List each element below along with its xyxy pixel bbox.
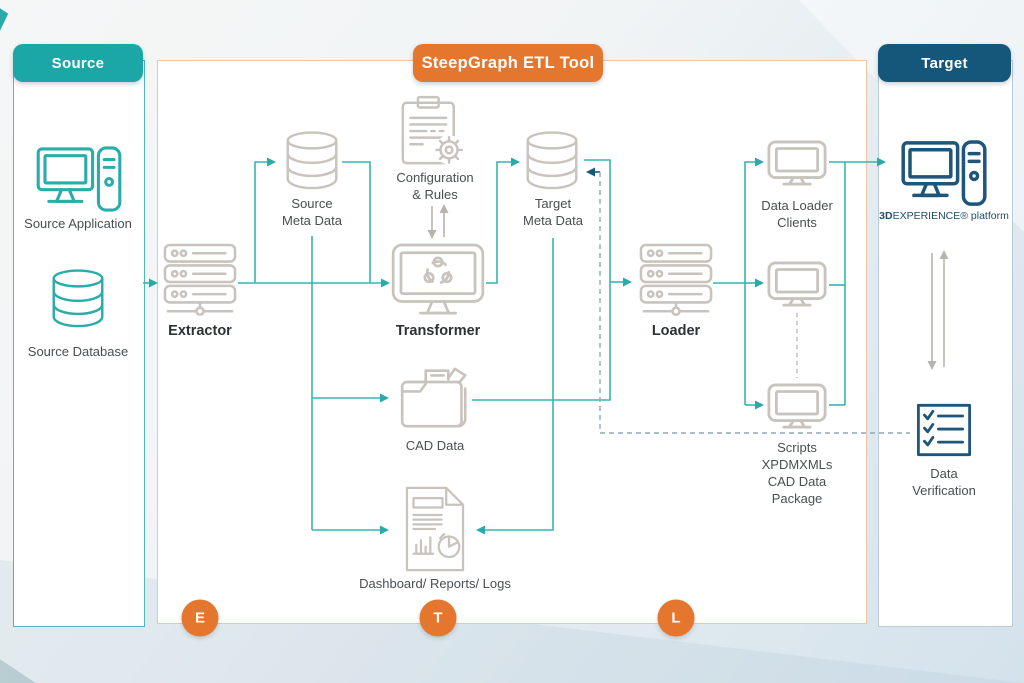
monitor-sync-icon xyxy=(391,243,485,319)
loader-label: Loader xyxy=(651,323,701,339)
transformer-label: Transformer xyxy=(395,323,481,339)
target-header: Target xyxy=(878,44,1011,82)
extractor-label: Extractor xyxy=(168,323,232,339)
server-stack-icon xyxy=(163,243,237,321)
checklist-icon xyxy=(916,403,972,457)
source-application-label: Source Application xyxy=(24,216,132,231)
badge-l: L xyxy=(657,599,695,637)
configuration-rules-label: Configuration & Rules xyxy=(396,170,474,202)
source-header: Source xyxy=(13,44,143,82)
platform-label: 3DEXPERIENCE® platform xyxy=(879,210,1009,224)
target-meta-data-label: Target Meta Data xyxy=(523,196,583,228)
server-stack-icon xyxy=(639,243,713,321)
report-document-icon xyxy=(402,486,468,572)
database-icon xyxy=(50,268,106,330)
badge-e: E xyxy=(181,599,219,637)
dashboard-reports-logs-label: Dashboard/ Reports/ Logs xyxy=(359,576,511,591)
etl-tool-panel xyxy=(157,60,867,624)
data-loader-clients-label: Data Loader Clients xyxy=(761,198,833,230)
clipboard-gear-icon xyxy=(400,94,466,170)
source-database-label: Source Database xyxy=(27,344,129,359)
platform-label-name: EXPERIENCE® xyxy=(892,210,969,222)
platform-label-bold: 3D xyxy=(879,210,893,222)
cad-data-label: CAD Data xyxy=(405,438,465,453)
monitor-icon xyxy=(767,140,827,187)
database-icon xyxy=(524,128,580,194)
scripts-package-label: Scripts XPDMXMLs CAD Data Package xyxy=(761,440,833,506)
source-meta-data-label: Source Meta Data xyxy=(282,196,342,228)
folder-documents-icon xyxy=(398,366,476,430)
monitor-icon xyxy=(767,383,827,430)
monitor-icon xyxy=(767,261,827,308)
badge-t: T xyxy=(419,599,457,637)
desktop-computer-icon xyxy=(36,146,122,214)
etl-tool-header: SteepGraph ETL Tool xyxy=(413,44,603,82)
database-icon xyxy=(284,128,340,194)
data-verification-label: Data Verification xyxy=(912,466,976,498)
desktop-computer-icon xyxy=(901,140,987,208)
platform-label-suffix: platform xyxy=(968,210,1009,222)
